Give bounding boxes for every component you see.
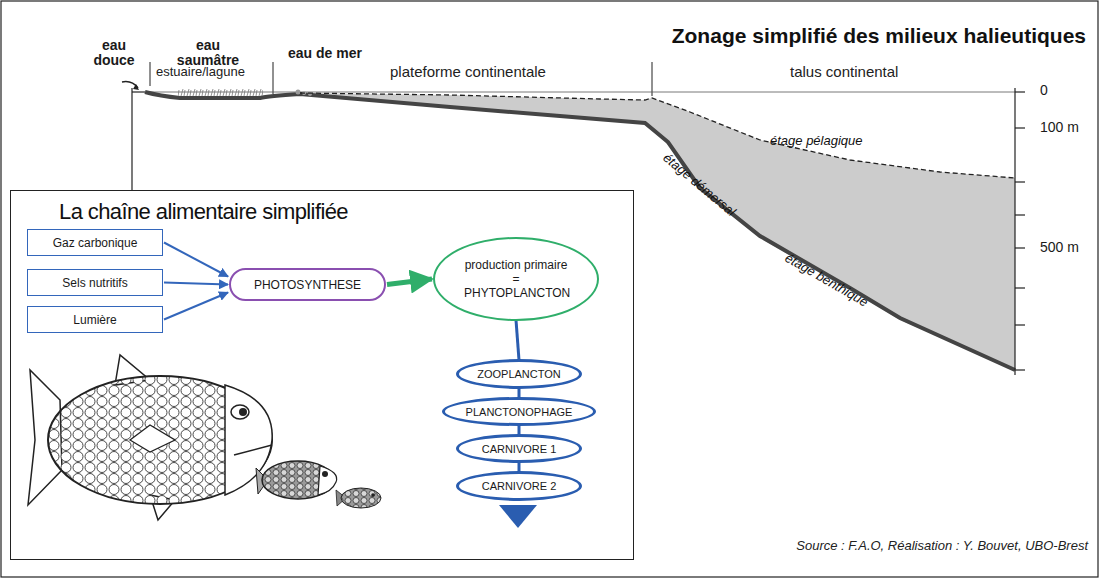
input-arrow xyxy=(164,243,228,277)
input-arrow xyxy=(164,283,228,285)
zone-label: plateforme continentale xyxy=(390,63,546,80)
chain-continues-arrow xyxy=(499,505,537,528)
panel-heading: La chaîne alimentaire simplifiée xyxy=(59,199,348,225)
input-arrow xyxy=(387,279,432,285)
source-caption: Source : F.A.O, Réalisation : Y. Bouvet,… xyxy=(796,538,1088,553)
node-text: CARNIVORE 2 xyxy=(482,480,557,492)
depth-layer-label: étage benthique xyxy=(783,250,871,310)
input-box: Gaz carbonique xyxy=(27,229,163,256)
water-type-label: eau douce xyxy=(92,38,136,68)
water-type-label: eau saumâtre xyxy=(168,38,248,68)
zone-label: estuaire/lagune xyxy=(156,64,245,79)
input-box: Lumière xyxy=(27,306,163,333)
node-text: ZOOPLANCTON xyxy=(477,368,561,380)
inset-ground xyxy=(10,190,634,560)
node-text: PHOTOSYNTHESE xyxy=(254,278,361,292)
depth-scale-label: 500 m xyxy=(1040,239,1079,255)
node-text: Lumière xyxy=(73,313,116,327)
trophic-ellipse: CARNIVORE 1 xyxy=(456,434,582,463)
diagram-title: Zonage simplifié des milieux halieutique… xyxy=(672,24,1086,48)
node-text: Sels nutritifs xyxy=(62,276,127,290)
water-type-label: eau de mer xyxy=(288,46,362,61)
depth-layer-label: étage pélagique xyxy=(770,133,863,148)
inset-panel: La chaîne alimentaire simplifiéeGaz carb… xyxy=(10,190,634,560)
production-ellipse: production primaire = PHYTOPLANCTON xyxy=(433,237,599,321)
chain-link xyxy=(516,320,519,360)
node-text: Gaz carbonique xyxy=(53,236,138,250)
node-text: PLANCTONOPHAGE xyxy=(466,406,573,418)
zone-label: talus continental xyxy=(790,63,898,80)
trophic-ellipse: ZOOPLANCTON xyxy=(456,359,582,389)
node-text: production primaire = PHYTOPLANCTON xyxy=(464,258,568,300)
trophic-ellipse: PLANCTONOPHAGE xyxy=(442,397,597,426)
input-box: Sels nutritifs xyxy=(27,269,163,296)
process-pill: PHOTOSYNTHESE xyxy=(229,268,386,301)
input-arrow xyxy=(164,293,228,320)
trophic-ellipse: CARNIVORE 2 xyxy=(456,471,582,501)
depth-scale-label: 100 m xyxy=(1040,119,1079,135)
fish-illustration xyxy=(28,355,381,520)
depth-scale-label: 0 xyxy=(1040,82,1048,98)
node-text: CARNIVORE 1 xyxy=(482,443,557,455)
depth-layer-label: étage démersal xyxy=(660,150,738,219)
